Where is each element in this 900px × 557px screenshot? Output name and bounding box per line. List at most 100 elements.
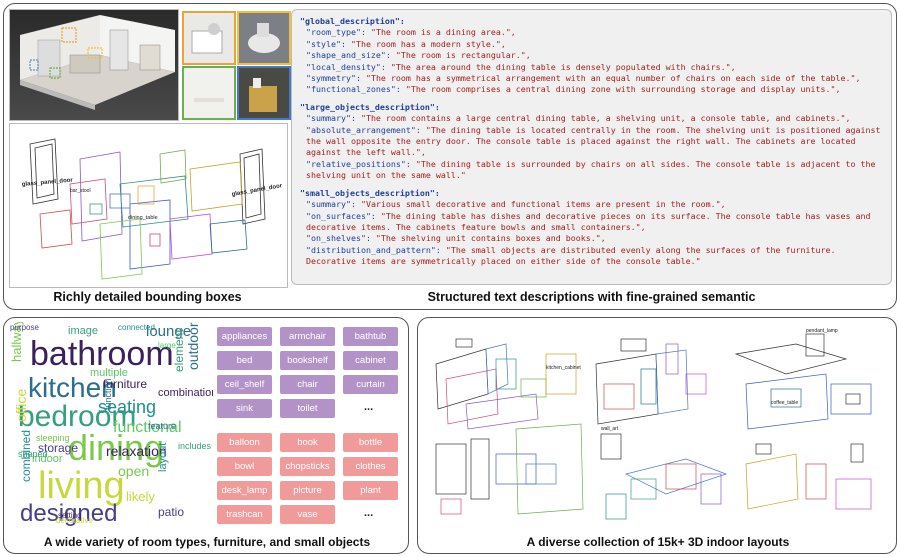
crop-thumbnail-4 (237, 66, 291, 120)
word-cloud-word: feature (148, 421, 177, 431)
word-cloud-word: function (103, 378, 113, 410)
rendered-room-image (9, 9, 179, 121)
tag-appliances: appliances (217, 327, 272, 346)
description-field: "summary": "Various small decorative and… (300, 199, 883, 210)
field-key: "summary": (306, 113, 356, 124)
rendered-room-graphic (10, 10, 178, 120)
word-cloud-word: office (13, 388, 29, 422)
word-cloud-word: indoor (32, 453, 63, 465)
tag-trashcan: trashcan (217, 505, 272, 524)
tag-ceil-shelf: ceil_shelf (217, 375, 272, 394)
caption-bounding-boxes: Richly detailed bounding boxes (53, 290, 242, 304)
word-cloud-word: patio (158, 505, 185, 519)
tag-bowl: bowl (217, 457, 272, 476)
description-field: "absolute_arrangement": "The dining tabl… (300, 125, 883, 159)
word-cloud-word: kitchen (28, 372, 117, 403)
structured-description: "global_description": "room_type": "The … (291, 9, 892, 285)
layout-label-1: pendant_lamp (806, 328, 838, 334)
field-value: "The area around the dining table is den… (385, 61, 736, 72)
word-cloud-word: designed (20, 500, 118, 527)
field-value: "The shelving unit contains boxes and bo… (370, 233, 606, 244)
layouts-graphic: pendant_lamp coffee_table wall_art kitch… (435, 328, 872, 520)
word-cloud-word: functional (113, 419, 182, 436)
large-objects-key: "large_objects_description": (300, 101, 440, 112)
field-key: "absolute_arrangement": (306, 124, 421, 135)
word-cloud-word: storage (38, 441, 79, 455)
box-label-3: dining_table (128, 215, 158, 221)
word-cloud-word: combination (158, 387, 213, 399)
more-tags-ellipsis: ... (364, 401, 374, 413)
word-cloud-word: bedroom (18, 400, 137, 433)
word-cloud-word: sleeping (36, 433, 70, 443)
large-objects-fields: "summary": "The room contains a large ce… (300, 113, 883, 181)
tag-bottle: bottle (343, 433, 398, 452)
field-value: "The dining table has dishes and decorat… (306, 210, 876, 232)
tag-vase: vase (280, 505, 335, 524)
global-description-key: "global_description": (300, 16, 405, 26)
caption-layouts: A diverse collection of 15k+ 3D indoor l… (526, 535, 790, 549)
box-label-1: glass_panel_door (22, 178, 74, 188)
tag-balloon: balloon (217, 433, 272, 452)
word-cloud-word: purpose (10, 323, 39, 332)
description-field: "local_density": "The area around the di… (300, 62, 883, 73)
field-value: "The room contains a large central dinin… (355, 113, 851, 124)
word-cloud-word: large (158, 341, 176, 350)
field-value: "The dining table is located centrally i… (306, 124, 886, 158)
small-objects-fields: "summary": "Various small decorative and… (300, 199, 883, 267)
word-cloud-word: includes (178, 441, 212, 451)
tag-chair: chair (280, 375, 335, 394)
word-cloud-word: outdoor (185, 322, 201, 370)
caption-structured-text: Structured text descriptions with fine-g… (427, 290, 756, 304)
field-key: "local_density": (306, 61, 386, 72)
bounding-boxes-graphic: glass_panel_door bar_stool dining_table … (22, 138, 283, 280)
description-field: "style": "The room has a modern style.", (300, 39, 883, 50)
field-key: "on_surfaces": (306, 210, 376, 221)
field-value: "The room has a modern style.", (345, 38, 506, 49)
tag-toilet: toilet (280, 399, 335, 418)
word-cloud-word: furniture (103, 377, 148, 391)
tag-bathtub: bathtub (343, 327, 398, 346)
layout-label-2: coffee_table (771, 400, 798, 406)
caption-variety: A wide variety of room types, furniture,… (43, 535, 371, 549)
field-key: "style": (306, 38, 346, 49)
word-cloud-word: seating (98, 397, 157, 417)
word-cloud-word: image (68, 325, 98, 337)
crop-thumbnail-2 (237, 11, 291, 65)
word-cloud-word: living (38, 465, 125, 507)
field-value: "The room has a symmetrical arrangement … (360, 73, 861, 84)
tag-picture: picture (280, 481, 335, 500)
field-key: "relative_positions": (306, 158, 411, 169)
description-field: "functional_zones": "The room comprises … (300, 84, 883, 95)
field-key: "on_shelves": (306, 233, 371, 244)
description-field: "shape_and_size": "The room is rectangul… (300, 50, 883, 61)
global-description-fields: "room_type": "The room is a dining area.… (300, 27, 883, 95)
field-key: "room_type": (306, 27, 366, 38)
field-value: "The small objects are distributed evenl… (306, 244, 841, 267)
tag-cabinet: cabinet (343, 351, 398, 370)
field-value: "The room is a dining area.", (365, 27, 516, 38)
description-field: "relative_positions": "The dining table … (300, 159, 883, 182)
word-cloud-word: connected (118, 323, 155, 332)
tag-plant: plant (343, 481, 398, 500)
tag-chopsticks: chopsticks (280, 457, 335, 476)
box-label-2: bar_stool (70, 188, 91, 194)
description-field: "distribution_and_pattern": "The small o… (300, 245, 883, 268)
field-key: "functional_zones": (306, 84, 401, 95)
field-value: "The room comprises a central dining zon… (400, 84, 841, 95)
word-cloud-word: open (118, 463, 150, 479)
word-cloud-word: relaxation (106, 443, 167, 459)
description-field: "summary": "The room contains a large ce… (300, 113, 883, 124)
more-tags-ellipsis: ... (364, 507, 374, 519)
field-value: "The dining table is surrounded by chair… (306, 158, 881, 181)
crop-thumbnail-1 (182, 11, 236, 65)
crop-thumbnail-3 (182, 66, 236, 120)
field-key: "distribution_and_pattern": (306, 244, 441, 255)
word-cloud-word: layout (157, 442, 169, 472)
tag-bookshelf: bookshelf (280, 351, 335, 370)
layout-label-4: kitchen_cabinet (546, 365, 581, 371)
field-key: "summary": (306, 199, 356, 210)
field-value: "The room is rectangular.", (390, 50, 531, 61)
field-value: "Various small decorative and functional… (355, 199, 726, 210)
